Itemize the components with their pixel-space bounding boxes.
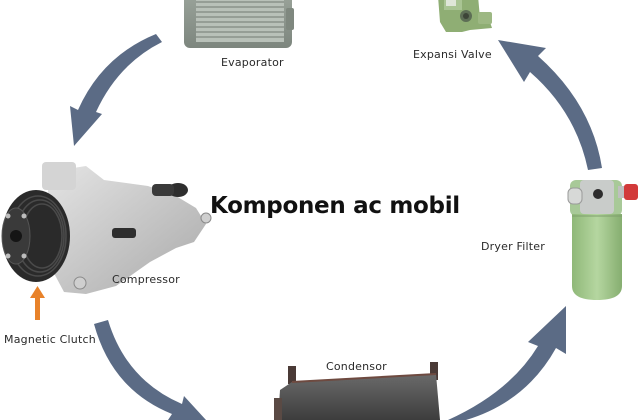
page-title: Komponen ac mobil xyxy=(210,193,460,219)
flow-arrows xyxy=(70,34,602,420)
dryer-filter-image xyxy=(567,180,638,300)
expansion-valve-image xyxy=(438,0,492,32)
compressor-image xyxy=(1,162,212,294)
arrow-condensor-to-dryer-icon xyxy=(448,306,566,420)
compressor-label: Compressor xyxy=(112,273,180,286)
arrow-compressor-to-condensor-icon xyxy=(94,320,206,420)
arrow-evaporator-to-compressor-icon xyxy=(70,34,162,146)
dryer-filter-label: Dryer Filter xyxy=(481,240,545,253)
expansion-valve-label: Expansi Valve xyxy=(413,48,492,61)
condensor-label: Condensor xyxy=(326,360,387,373)
magnetic-clutch-pointer-icon xyxy=(30,286,45,320)
magnetic-clutch-label: Magnetic Clutch xyxy=(4,333,96,346)
arrow-dryer-to-expansion-valve-icon xyxy=(498,40,602,170)
condensor-image xyxy=(274,362,440,420)
evaporator-label: Evaporator xyxy=(221,56,284,69)
evaporator-image xyxy=(184,0,294,48)
